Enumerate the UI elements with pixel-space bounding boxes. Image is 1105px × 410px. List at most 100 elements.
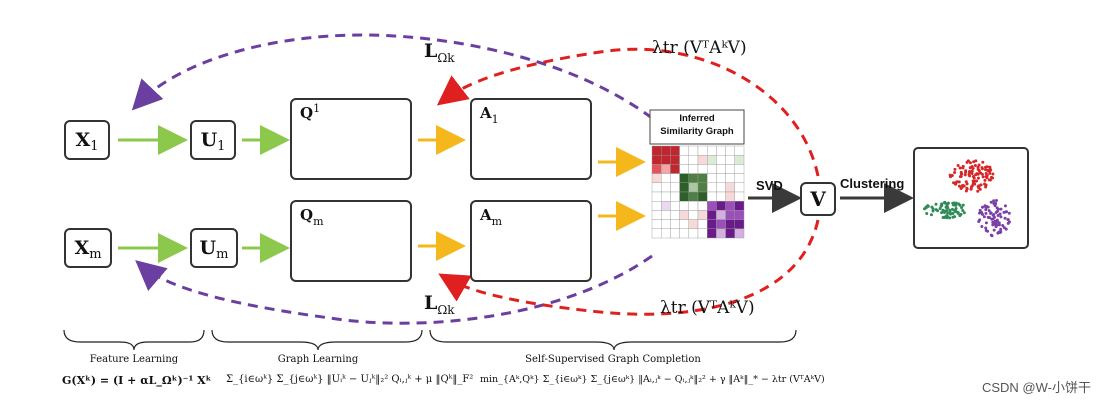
- matrix-cell: [734, 210, 745, 220]
- matrix-cell: [679, 164, 689, 174]
- cluster-point: [987, 209, 991, 213]
- matrix-cell: [707, 182, 717, 193]
- cluster-point: [941, 216, 945, 220]
- matrix-cell: [651, 182, 662, 193]
- watermark: CSDN @W-小饼干: [981, 380, 1091, 395]
- cluster-point: [1005, 210, 1009, 214]
- input-xm-sub: m: [89, 246, 102, 262]
- matrix-cell: [707, 219, 717, 230]
- brace-graph-learning: [211, 329, 423, 351]
- matrix-cell: [661, 182, 671, 193]
- matrix-cell: [688, 182, 699, 193]
- matrix-cell: [697, 219, 708, 230]
- cluster-point: [972, 180, 976, 184]
- matrix-cell: [716, 154, 726, 165]
- matrix-cell: [651, 164, 662, 174]
- matrix-cell: [707, 164, 717, 174]
- cluster-point: [942, 211, 946, 215]
- brace-graph-completion: [429, 329, 797, 351]
- cluster-point: [995, 223, 999, 227]
- cluster-point: [984, 228, 988, 232]
- trace-curve-bottom: [438, 219, 820, 316]
- cluster-point: [978, 211, 982, 215]
- cluster-point: [984, 208, 988, 212]
- cluster-point: [979, 183, 983, 187]
- cluster-point: [986, 168, 990, 172]
- matrix-cell: [697, 191, 708, 202]
- cluster-point: [958, 166, 962, 170]
- matrix-cell: [688, 210, 699, 220]
- cluster-point: [940, 202, 944, 206]
- matrix-cell: [661, 219, 671, 230]
- cluster-point: [960, 185, 964, 189]
- cluster-point: [941, 208, 945, 212]
- matrix-cell: [651, 191, 662, 202]
- caption-graph-learning: Graph Learning: [277, 354, 359, 365]
- matrix-cell: [734, 182, 745, 193]
- cluster-point: [1003, 204, 1007, 208]
- cluster-point: [992, 215, 996, 219]
- cluster-point: [959, 172, 963, 176]
- cluster-point: [964, 169, 968, 173]
- matrix-cell: [734, 173, 745, 184]
- graph-a1-label: A1: [480, 104, 499, 126]
- matrix-cell: [670, 182, 680, 193]
- cluster-point: [968, 174, 972, 178]
- cluster-point: [923, 207, 927, 211]
- matrix-cell: [697, 164, 708, 174]
- cluster-point: [981, 212, 985, 216]
- cluster-point: [999, 215, 1003, 219]
- matrix-cell: [707, 145, 717, 156]
- caption-graph-completion: Self-Supervised Graph Completion: [525, 354, 701, 365]
- cluster-point: [980, 166, 984, 170]
- matrix-cell: [716, 210, 726, 220]
- matrix-cell: [725, 164, 735, 174]
- matrix-cell: [679, 154, 689, 165]
- cluster-point: [969, 187, 973, 191]
- cluster-point: [957, 184, 961, 188]
- cluster-point: [995, 218, 999, 222]
- matrix-cell: [651, 219, 662, 230]
- cluster-point: [984, 168, 988, 172]
- matrix-cell: [688, 164, 699, 174]
- matrix-cell: [688, 145, 699, 156]
- matrix-cell: [707, 154, 717, 165]
- matrix-cell: [679, 228, 689, 239]
- matrix-cell: [688, 191, 699, 202]
- cluster-point: [991, 220, 995, 224]
- cluster-point: [957, 180, 961, 184]
- matrix-cell: [707, 191, 717, 202]
- matrix-cell: [734, 200, 745, 211]
- cluster-point: [955, 180, 959, 184]
- cluster-point: [948, 173, 952, 177]
- cluster-point: [989, 200, 993, 204]
- cluster-point: [999, 227, 1003, 231]
- graph-qm-label: Qm: [300, 206, 324, 228]
- cluster-point: [976, 167, 980, 171]
- cluster-point: [995, 209, 999, 213]
- cluster-point: [964, 189, 968, 193]
- cluster-point: [991, 223, 995, 227]
- matrix-cell: [688, 200, 699, 211]
- matrix-cell: [707, 173, 717, 184]
- cluster-point: [976, 189, 980, 193]
- cluster-point: [953, 167, 957, 171]
- cluster-point: [984, 226, 988, 230]
- cluster-point: [961, 164, 965, 168]
- matrix-cell: [716, 228, 726, 239]
- matrix-cell: [670, 200, 680, 211]
- matrix-cell: [734, 228, 745, 239]
- matrix-cell: [661, 191, 671, 202]
- matrix-cell: [661, 173, 671, 184]
- inferred-similarity-graph: [649, 109, 745, 239]
- cluster-point: [994, 201, 998, 205]
- cluster-point: [931, 209, 935, 213]
- cluster-point: [985, 165, 989, 169]
- matrix-cell: [670, 145, 680, 156]
- cluster-point: [944, 214, 948, 218]
- trace-top-label: λtr (VᵀAᵏV): [652, 38, 747, 58]
- matrix-cell: [651, 173, 662, 184]
